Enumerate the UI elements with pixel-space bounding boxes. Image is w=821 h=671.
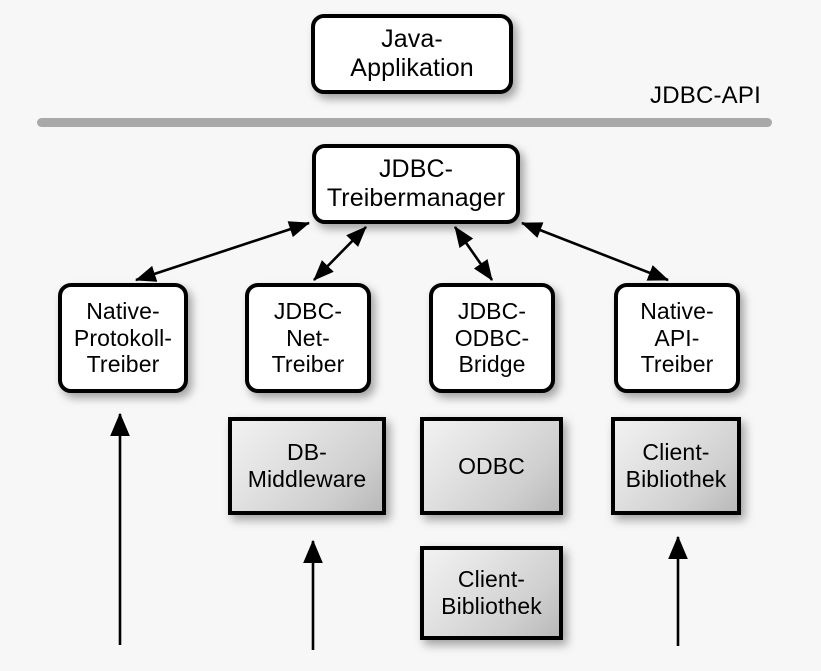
node-native-api-treiber: Native- API- Treiber bbox=[614, 283, 740, 393]
node-jdbc-treibermanager: JDBC- Treibermanager bbox=[312, 144, 520, 224]
jdbc-api-label: JDBC-API bbox=[650, 82, 761, 109]
node-java-applikation: Java- Applikation bbox=[311, 14, 513, 94]
connector-treibermanager-native-protokoll bbox=[135, 221, 310, 282]
node-jdbc-odbc-bridge: JDBC- ODBC- Bridge bbox=[429, 283, 555, 393]
node-db-middleware: DB- Middleware bbox=[228, 417, 386, 515]
node-client-bibliothek-middle: Client- Bibliothek bbox=[420, 546, 563, 640]
node-jdbc-net-treiber: JDBC- Net- Treiber bbox=[245, 283, 371, 393]
node-odbc: ODBC bbox=[420, 417, 563, 515]
jdbc-api-divider bbox=[37, 118, 772, 127]
connector-treibermanager-native-api bbox=[521, 221, 669, 282]
connector-treibermanager-jdbc-odbc bbox=[453, 226, 494, 281]
node-client-bibliothek-right: Client- Bibliothek bbox=[611, 417, 741, 515]
connector-treibermanager-jdbc-net bbox=[313, 226, 367, 281]
node-native-protokoll-treiber: Native- Protokoll- Treiber bbox=[58, 283, 188, 393]
